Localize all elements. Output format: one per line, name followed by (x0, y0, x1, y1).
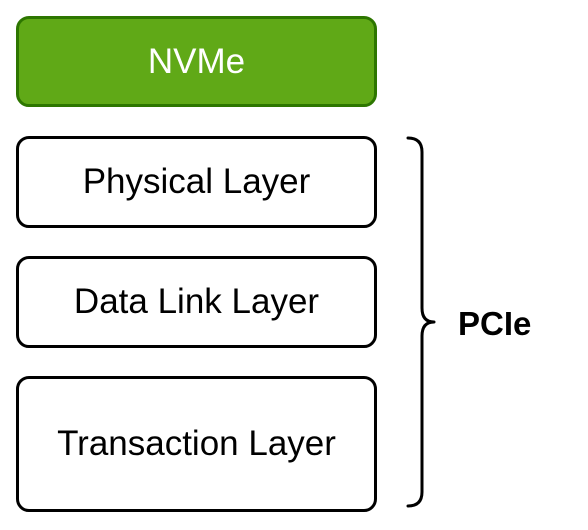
right-curly-brace-icon (406, 136, 436, 508)
nvme-box: NVMe (16, 16, 377, 107)
physical-layer-box: Physical Layer (16, 136, 377, 228)
transaction-layer-label: Transaction Layer (57, 424, 336, 463)
nvme-label: NVMe (147, 41, 246, 81)
data-link-layer-box: Data Link Layer (16, 256, 377, 348)
transaction-layer-box: Transaction Layer (16, 376, 377, 512)
physical-layer-label: Physical Layer (82, 162, 311, 201)
data-link-layer-label: Data Link Layer (73, 282, 320, 321)
pcie-group-label: PCIe (458, 305, 532, 342)
